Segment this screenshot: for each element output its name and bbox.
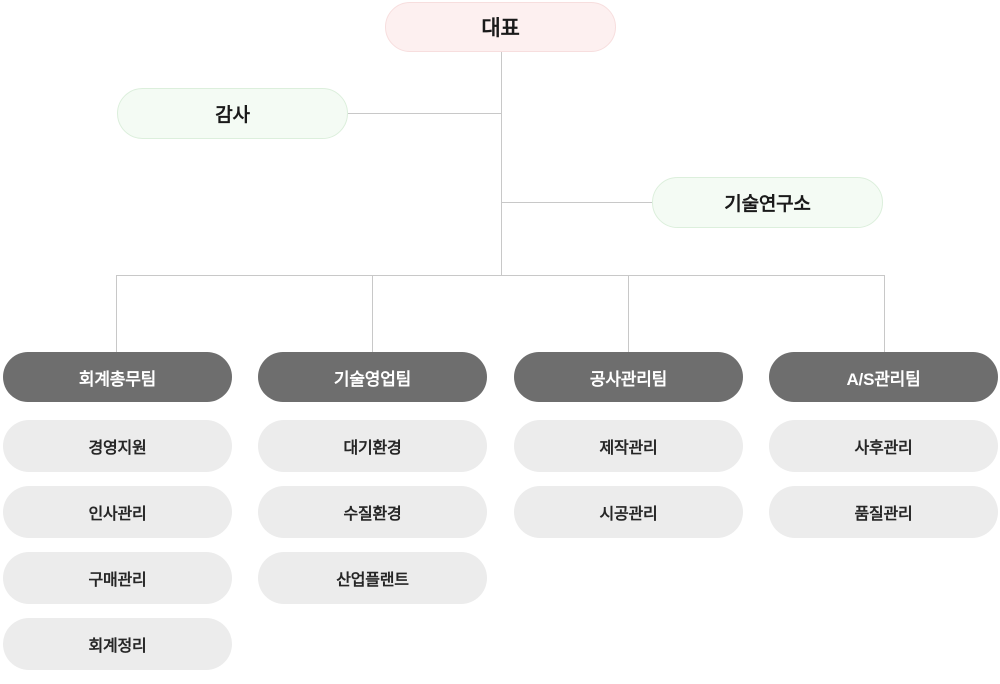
connector-department-bus: [116, 275, 885, 276]
connector-drop-dept-4: [884, 275, 885, 353]
node-department-item[interactable]: 시공관리: [514, 486, 743, 538]
node-department-header[interactable]: 회계총무팀: [3, 352, 232, 402]
connector-trunk-lab-to-bus: [501, 202, 502, 275]
node-department-item[interactable]: 수질환경: [258, 486, 487, 538]
connector-drop-dept-3: [628, 275, 629, 353]
node-department-item[interactable]: 인사관리: [3, 486, 232, 538]
node-department-item[interactable]: 경영지원: [3, 420, 232, 472]
node-department-item[interactable]: 구매관리: [3, 552, 232, 604]
department-column-1: 회계총무팀 경영지원 인사관리 구매관리 회계정리: [3, 352, 232, 684]
department-column-4: A/S관리팀 사후관리 품질관리: [769, 352, 998, 552]
node-department-header[interactable]: 공사관리팀: [514, 352, 743, 402]
node-department-item[interactable]: 대기환경: [258, 420, 487, 472]
node-ceo[interactable]: 대표: [385, 2, 616, 52]
connector-branch-lab: [501, 202, 653, 203]
node-auditor[interactable]: 감사: [117, 88, 348, 139]
node-department-header[interactable]: 기술영업팀: [258, 352, 487, 402]
node-department-header[interactable]: A/S관리팀: [769, 352, 998, 402]
connector-trunk-ceo-to-auditor: [501, 50, 502, 113]
connector-branch-auditor: [347, 113, 502, 114]
connector-drop-dept-2: [372, 275, 373, 353]
node-research-institute[interactable]: 기술연구소: [652, 177, 883, 228]
node-department-item[interactable]: 품질관리: [769, 486, 998, 538]
connector-trunk-auditor-to-lab: [501, 113, 502, 202]
connector-drop-dept-1: [116, 275, 117, 353]
department-column-2: 기술영업팀 대기환경 수질환경 산업플랜트: [258, 352, 487, 618]
node-department-item[interactable]: 제작관리: [514, 420, 743, 472]
node-department-item[interactable]: 사후관리: [769, 420, 998, 472]
node-department-item[interactable]: 산업플랜트: [258, 552, 487, 604]
node-department-item[interactable]: 회계정리: [3, 618, 232, 670]
department-column-3: 공사관리팀 제작관리 시공관리: [514, 352, 743, 552]
